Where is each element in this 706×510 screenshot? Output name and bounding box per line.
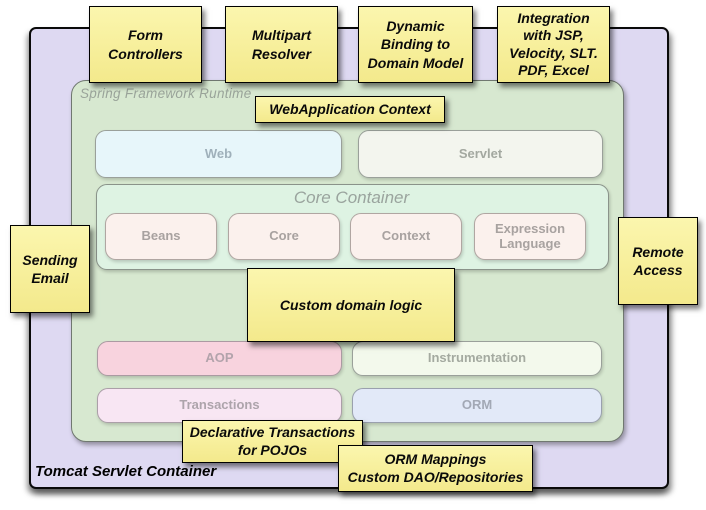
- beans-module-box: Beans: [105, 213, 217, 260]
- expression-language-module-box: Expression Language: [474, 213, 586, 260]
- tomcat-container-label: Tomcat Servlet Container: [35, 463, 217, 480]
- context-module-box: Context: [350, 213, 462, 260]
- instrumentation-module-box: Instrumentation: [352, 341, 602, 376]
- orm-module-box: ORM: [352, 388, 602, 423]
- aop-module-box: AOP: [97, 341, 342, 376]
- servlet-module-box: Servlet: [358, 130, 603, 178]
- note-custom-domain-logic: Custom domain logic: [247, 268, 455, 342]
- transactions-module-box: Transactions: [97, 388, 342, 423]
- core-container-label: Core Container: [293, 188, 410, 207]
- note-webapplication-context: WebApplication Context: [255, 96, 445, 123]
- core-module-box: Core: [228, 213, 340, 260]
- web-module-box: Web: [95, 130, 342, 178]
- spring-framework-runtime-label: Spring Framework Runtime: [80, 86, 252, 101]
